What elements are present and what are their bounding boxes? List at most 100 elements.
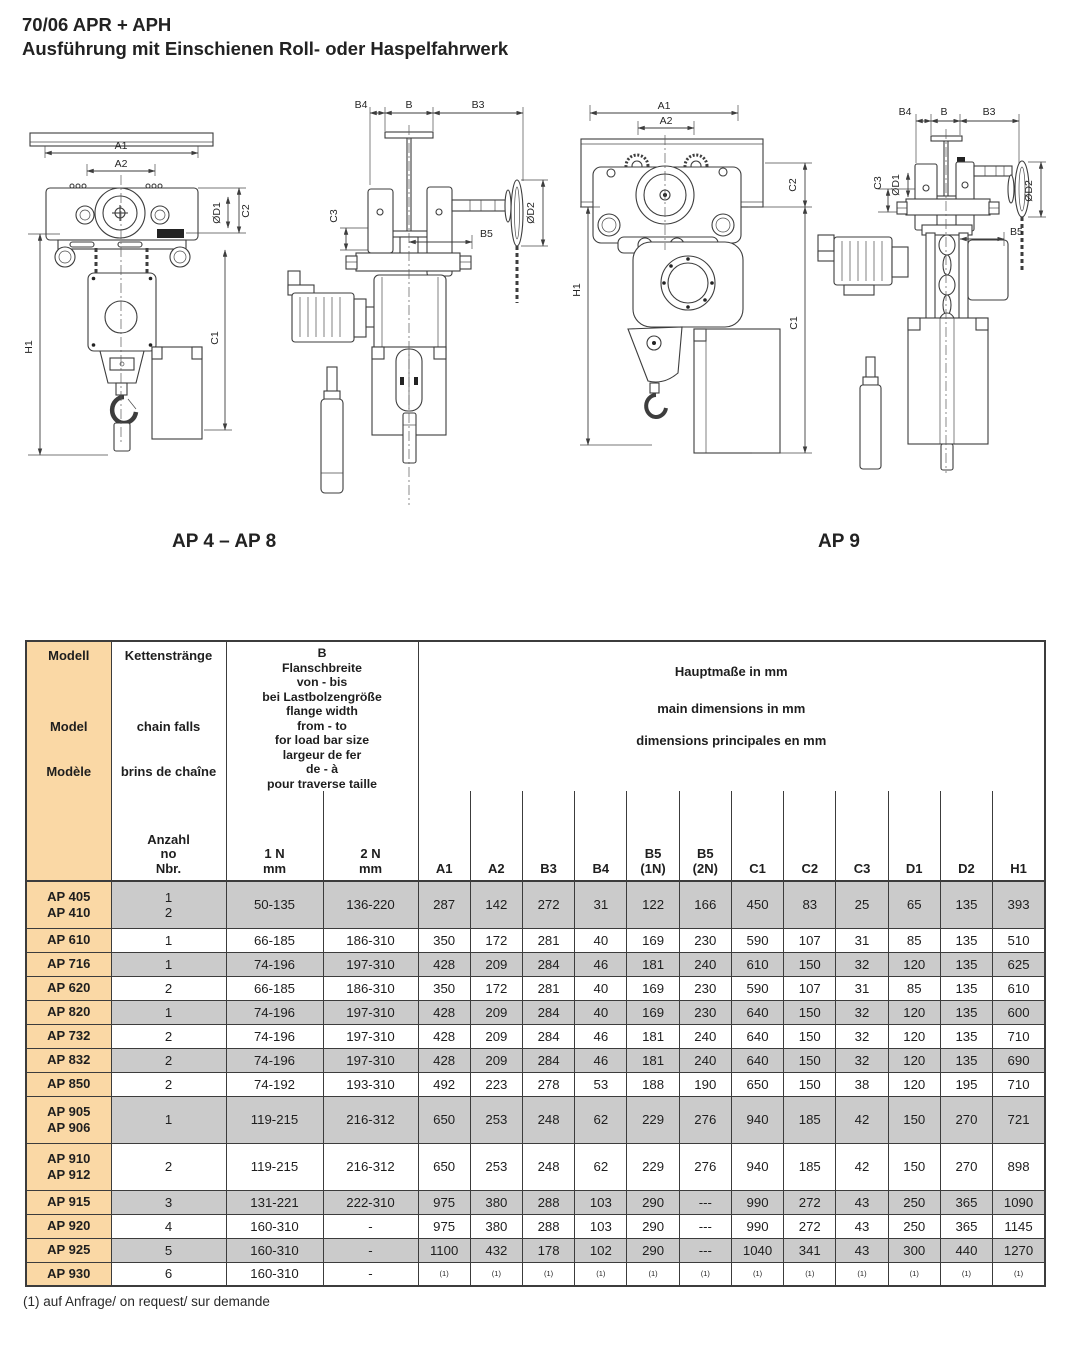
dimension-cell: 710 xyxy=(992,1023,1046,1049)
chain-falls-cell: 6 xyxy=(110,1261,227,1287)
dimension-cell: 1040 xyxy=(730,1237,785,1263)
dimension-cell: --- xyxy=(678,1237,732,1263)
dimension-cell: 178 xyxy=(521,1237,576,1263)
dimension-cell: 270 xyxy=(939,1095,994,1144)
flange-1n-cell: 160-310 xyxy=(225,1213,324,1239)
dimension-cell: 990 xyxy=(730,1213,785,1239)
dimension-cell: 940 xyxy=(730,1142,785,1191)
dimension-cell: 150 xyxy=(887,1142,941,1191)
dimension-cell: 172 xyxy=(469,975,523,1001)
dimension-cell: 150 xyxy=(783,1071,837,1097)
page-subtitle: Ausführung mit Einschienen Roll- oder Ha… xyxy=(22,38,509,59)
dimension-cell: 590 xyxy=(730,975,785,1001)
flange-1n-cell: 74-196 xyxy=(225,1047,324,1073)
header-model-spacer xyxy=(25,791,112,882)
dimension-cell: 650 xyxy=(417,1142,471,1191)
flange-1n-cell: 74-196 xyxy=(225,999,324,1025)
drawing-ap9-front: A1 A2 xyxy=(571,100,812,454)
dim-label-b5: B5 xyxy=(1010,226,1023,238)
dimension-cell: 281 xyxy=(521,975,576,1001)
header-dim-col: C3 xyxy=(835,791,889,882)
dimension-cell: 42 xyxy=(835,1095,889,1144)
header-dim-col: D2 xyxy=(939,791,994,882)
drawing-ap4-ap8-side: B4 B B3 ØD2 B5 xyxy=(287,99,548,505)
dim-label-a1: A1 xyxy=(115,140,128,152)
dimension-cell: 428 xyxy=(417,951,471,977)
dimension-cell: 223 xyxy=(469,1071,523,1097)
dim-label-c3: C3 xyxy=(872,176,884,190)
dim-label-b: B xyxy=(405,99,412,111)
flange-2n-cell: 197-310 xyxy=(322,999,419,1025)
chain-falls-cell: 1 xyxy=(110,1095,227,1144)
buffer xyxy=(711,213,735,237)
header-main-dimensions: Hauptmaße in mm main dimensions in mm di… xyxy=(417,640,1046,791)
dimension-cell: 65 xyxy=(887,880,941,929)
dimension-cell: 240 xyxy=(678,1023,732,1049)
chain-container xyxy=(693,328,781,454)
dimension-cell: (1) xyxy=(887,1261,941,1287)
model-cell: AP 610 xyxy=(25,927,112,953)
buffer xyxy=(597,213,621,237)
dim-label-a1: A1 xyxy=(658,100,671,112)
dim-label-h1: H1 xyxy=(571,283,583,297)
dimension-cell: 40 xyxy=(574,999,628,1025)
dimension-cell: 150 xyxy=(783,1047,837,1073)
dimension-cell: (1) xyxy=(783,1261,837,1287)
dimension-cell: (1) xyxy=(521,1261,576,1287)
motor xyxy=(817,234,909,296)
dimension-cell: 975 xyxy=(417,1213,471,1239)
dimension-cell: 281 xyxy=(521,927,576,953)
header-dim-col: C2 xyxy=(783,791,837,882)
dimension-cell: 270 xyxy=(939,1142,994,1191)
hook xyxy=(109,394,139,426)
dimension-cell: 166 xyxy=(678,880,732,929)
dim-label-d2: ØD2 xyxy=(1023,180,1035,202)
page-title: 70/06 APR + APH xyxy=(22,14,172,35)
dimension-cell: 43 xyxy=(835,1237,889,1263)
dimension-cell: 150 xyxy=(783,951,837,977)
flange-2n-cell: 197-310 xyxy=(322,1023,419,1049)
dimension-cell: 135 xyxy=(939,1047,994,1073)
chain-falls-cell: 2 xyxy=(110,1023,227,1049)
dimension-cell: 120 xyxy=(887,951,941,977)
model-cell: AP 716 xyxy=(25,951,112,977)
dimension-cell: 250 xyxy=(887,1189,941,1215)
chain-falls-cell: 5 xyxy=(110,1237,227,1263)
flange-2n-cell: - xyxy=(322,1213,419,1239)
flange-1n-cell: 131-221 xyxy=(225,1189,324,1215)
flange-2n-cell: 216-312 xyxy=(322,1095,419,1144)
dimension-cell: 107 xyxy=(783,975,837,1001)
dimension-cell: (1) xyxy=(678,1261,732,1287)
chain-container xyxy=(907,317,989,445)
dim-label-c1: C1 xyxy=(209,331,221,345)
flange-2n-cell: 193-310 xyxy=(322,1071,419,1097)
dimension-cell: 209 xyxy=(469,999,523,1025)
dimension-cell: 46 xyxy=(574,951,628,977)
chain-falls-cell: 1 xyxy=(110,999,227,1025)
header-dim-col: A2 xyxy=(469,791,523,882)
motor xyxy=(287,270,377,343)
chain-falls-cell: 1 xyxy=(110,951,227,977)
hoist-body xyxy=(373,274,447,356)
model-cell: AP 905 AP 906 xyxy=(25,1095,112,1144)
dimension-cell: 209 xyxy=(469,951,523,977)
dimension-cell: 290 xyxy=(626,1213,680,1239)
dim-label-c3: C3 xyxy=(328,209,340,223)
dimension-cell: 380 xyxy=(469,1213,523,1239)
technical-drawings: A1 A2 xyxy=(23,99,1046,505)
flange-2n-cell: 216-312 xyxy=(322,1142,419,1191)
hook xyxy=(644,393,668,419)
flange-2n-cell: 136-220 xyxy=(322,880,419,929)
model-cell: AP 925 xyxy=(25,1237,112,1263)
i-beam xyxy=(29,132,214,147)
dimension-cell: 975 xyxy=(417,1189,471,1215)
dimension-cell: 188 xyxy=(626,1071,680,1097)
dimension-cell: 276 xyxy=(678,1142,732,1191)
dim-label-c2: C2 xyxy=(787,178,799,192)
dimension-cell: 40 xyxy=(574,975,628,1001)
dimension-cell: 46 xyxy=(574,1047,628,1073)
chain-guide xyxy=(925,232,936,330)
